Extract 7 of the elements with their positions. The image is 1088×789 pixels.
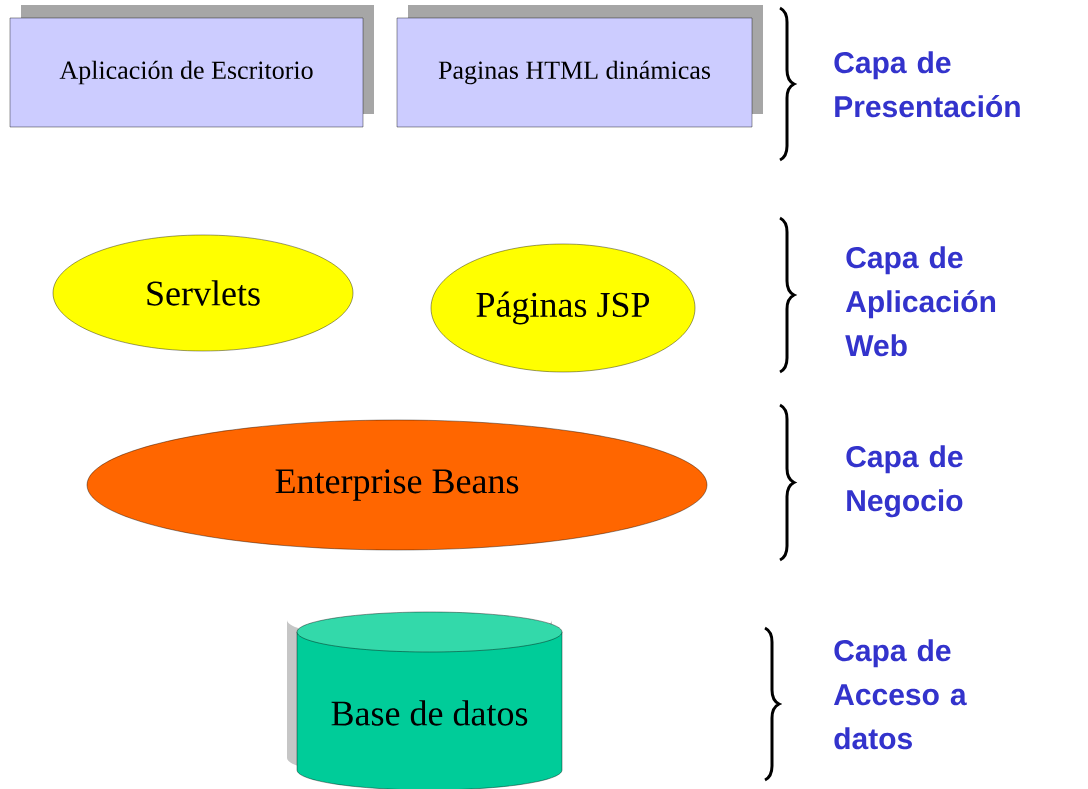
layer-label: Capa de Acceso a datos [833,639,967,750]
layer-box: Aplicación de Escritorio [9,5,374,128]
layer-label: Capa de Negocio [846,445,963,518]
layer-box: Paginas HTML dinámicas [396,5,763,128]
layer-label: Capa de Aplicación Web [845,246,996,357]
database-cylinder: Base de datos [287,611,563,789]
layer-label: Capa de Presentación [834,51,1020,118]
